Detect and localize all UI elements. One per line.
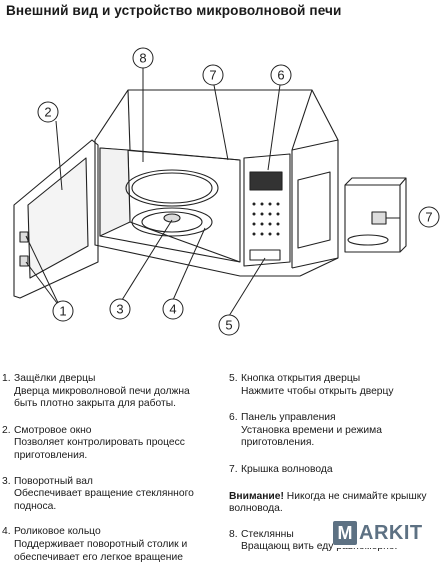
callout-4: 4: [162, 298, 184, 320]
rotary-shaft: [163, 213, 181, 223]
watermark-text: ARKIT: [359, 521, 423, 544]
callout-5: 5: [218, 314, 240, 336]
list-item: 4. Роликовое кольцо Поддерживает поворот…: [2, 526, 188, 563]
list-item: 1. Защёлки дверцы Дверца микроволновой п…: [2, 373, 190, 410]
svg-text:7: 7: [425, 210, 432, 225]
glass-tray: [125, 169, 219, 207]
callout-6: 6: [270, 64, 292, 86]
roller-ring: [131, 207, 213, 237]
list-item: 7. Крышка волновода: [229, 463, 333, 475]
list-item: 5. Кнопка открытия дверцы Нажмите чтобы …: [229, 373, 394, 397]
watermark-letter: M: [333, 521, 357, 545]
callout-2: 2: [37, 101, 59, 123]
open-door: [13, 139, 99, 299]
svg-text:8: 8: [139, 51, 146, 66]
callout-7: 7: [202, 64, 224, 86]
svg-text:5: 5: [225, 318, 232, 333]
microwave-illustration: 8 7 6 2 1 3 4 5 7: [13, 47, 440, 336]
svg-text:4: 4: [169, 302, 176, 317]
list-item: 2. Смотровое окно Позволяет контролирова…: [2, 424, 185, 461]
control-panel: [243, 153, 291, 267]
callout-1: 1: [52, 300, 74, 322]
parts-list-left: 1. Защёлки дверцы Дверца микроволновой п…: [2, 373, 216, 564]
parts-list-right: 5. Кнопка открытия дверцы Нажмите чтобы …: [229, 373, 441, 554]
door-open-button: [249, 249, 281, 261]
page-title: Внешний вид и устройство микроволновой п…: [6, 3, 342, 18]
svg-text:3: 3: [116, 302, 123, 317]
callout-8: 8: [132, 47, 154, 69]
svg-text:6: 6: [277, 68, 284, 83]
list-item: 3. Поворотный вал Обеспечивает вращение …: [2, 475, 194, 512]
warning-note: Внимание! Никогда не снимайте крышку вол…: [229, 491, 441, 516]
watermark-logo: M ARKIT: [333, 518, 443, 548]
waveguide-detail: [344, 177, 407, 253]
svg-text:7: 7: [209, 68, 216, 83]
list-item: 8. Стеклянны Вращающ вить еду равномерно…: [229, 528, 398, 553]
viewing-window: [27, 157, 89, 279]
svg-text:1: 1: [59, 304, 66, 319]
list-item: 6. Панель управления Установка времени и…: [229, 412, 382, 449]
warning-text: Никогда не снимайте крышку волновода.: [229, 490, 427, 515]
svg-text:2: 2: [44, 105, 51, 120]
warning-label: Внимание!: [229, 490, 284, 502]
callout-7-inset: 7: [418, 206, 440, 228]
callout-3: 3: [109, 298, 131, 320]
